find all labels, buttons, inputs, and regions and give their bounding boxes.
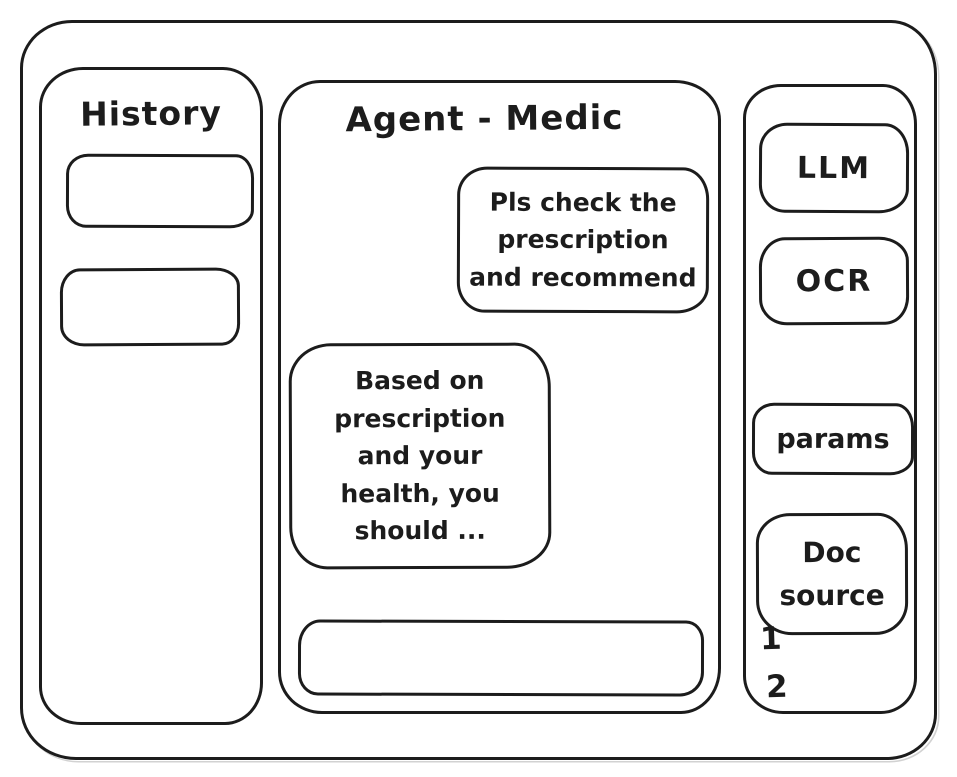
message-input[interactable] (297, 619, 705, 697)
doc-source-item-1[interactable]: 1 (759, 620, 783, 658)
history-title: History (79, 93, 223, 134)
history-panel: History (39, 67, 263, 725)
doc-source-button[interactable]: Doc source (755, 512, 909, 636)
doc-source-item-2[interactable]: 2 (765, 668, 789, 706)
chat-title: Agent - Medic (345, 97, 624, 141)
assistant-message-bubble: Based on prescription and your health, y… (288, 342, 552, 570)
llm-button[interactable]: LLM (758, 122, 910, 214)
history-item[interactable] (65, 153, 255, 229)
params-button[interactable]: params (751, 402, 915, 476)
history-item[interactable] (59, 267, 241, 347)
app-window-frame: History Agent - Medic Pls check the pres… (20, 20, 937, 760)
tools-panel: LLM OCR params Doc source 1 2 (743, 84, 917, 714)
user-message-bubble: Pls check the prescription and recommend (456, 166, 710, 314)
chat-panel: Agent - Medic Pls check the prescription… (278, 80, 721, 714)
ocr-button[interactable]: OCR (758, 236, 910, 326)
